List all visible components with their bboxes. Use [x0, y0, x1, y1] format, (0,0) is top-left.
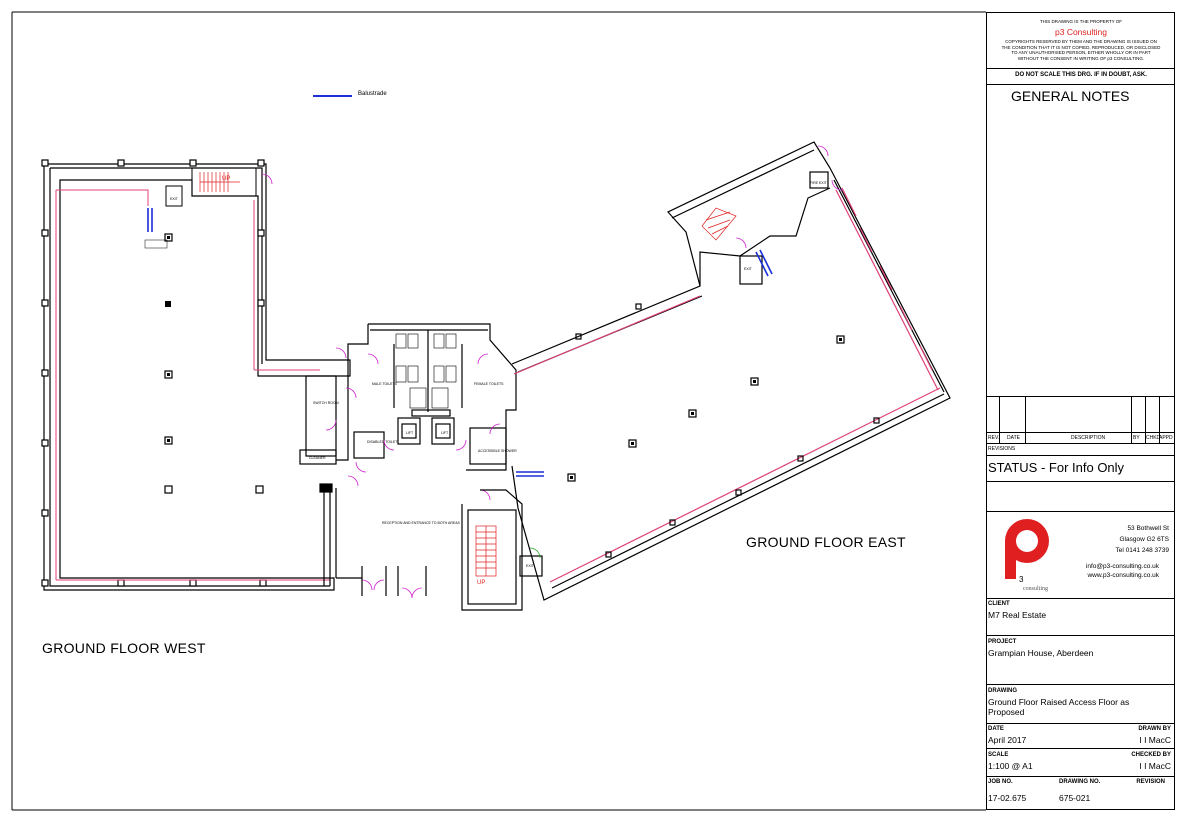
male-toilets-label: MALE TOILETS	[372, 382, 398, 386]
date-label: DATE	[988, 726, 1004, 732]
client-label: CLIENT	[988, 601, 1010, 607]
rev-header-by: BY	[1133, 435, 1140, 441]
west-columns	[164, 233, 264, 494]
contact-email[interactable]: info@p3-consulting.co.uk	[1085, 563, 1159, 570]
up-south-label: UP	[477, 580, 485, 586]
accessible-shower-label: ACCESSIBLE SHOWER	[478, 449, 517, 453]
reception-label: RECEPTION AND ENTRANCE TO BOTH AREAS	[382, 521, 461, 525]
east-doors	[735, 145, 843, 249]
up-west-label: UP	[222, 176, 230, 182]
company-contact: info@p3-consulting.co.uk www.p3-consulti…	[1067, 562, 1159, 580]
drawing-value: Ground Floor Raised Access Floor as Prop…	[988, 697, 1130, 717]
address-city: Glasgow G2 6TS	[1119, 536, 1170, 543]
drawing-label: DRAWING	[988, 688, 1017, 694]
south-stair	[475, 525, 541, 577]
disabled-toilet-label: DISABLED TOILET	[367, 440, 398, 444]
property-line: THIS DRAWING IS THE PROPERTY OF	[1039, 19, 1123, 24]
floor-plan: UP EXIT	[11, 11, 986, 811]
west-raised-floor-edge	[55, 189, 330, 581]
east-raised-floor-edge	[513, 187, 941, 583]
svg-text:3: 3	[1019, 575, 1024, 584]
drawing-no-value: 675-021	[1059, 793, 1091, 803]
project-label: PROJECT	[988, 639, 1017, 645]
exit-west-label: EXIT	[170, 197, 179, 201]
rev-header-description: DESCRIPTION	[1071, 435, 1106, 441]
rev-header-chkd: CHKD	[1146, 435, 1161, 441]
address-phone: Tel 0141 248 3739	[1115, 547, 1170, 554]
core	[299, 323, 517, 471]
east-stair	[701, 207, 737, 241]
title-block: THIS DRAWING IS THE PROPERTY OF p3 Consu…	[986, 12, 1175, 810]
scale-value: 1:100 @ A1	[988, 761, 1033, 771]
exit-south-label: EXIT	[526, 564, 535, 568]
svg-text:consulting: consulting	[1023, 586, 1048, 592]
legend-balustrade-label: Balustrade	[358, 91, 387, 97]
rev-header-rev: REV.	[988, 435, 1000, 441]
project-value: Grampian House, Aberdeen	[988, 648, 1094, 658]
east-balustrade	[755, 249, 773, 277]
checked-by-label: CHECKED BY	[1131, 752, 1171, 758]
contact-website[interactable]: www.p3-consulting.co.uk	[1087, 572, 1159, 579]
rev-header-appd: APPD	[1159, 435, 1173, 441]
drawing-no-label: DRAWING NO.	[1059, 779, 1101, 785]
scale-label: SCALE	[988, 752, 1009, 758]
reception	[319, 471, 544, 611]
copyright-text: COPYRIGHTS RESERVED BY THEM AND THE DRAW…	[1001, 39, 1161, 61]
drawn-by-label: DRAWN BY	[1138, 726, 1171, 732]
cleaner-label: CLEANER	[309, 456, 326, 460]
address-street: 53 Bothwell St	[1127, 525, 1169, 532]
west-stair: UP EXIT	[144, 167, 273, 249]
client-value: M7 Real Estate	[988, 610, 1047, 620]
revision-label: REVISION	[1136, 779, 1165, 785]
exit-east-label: EXIT	[744, 267, 753, 271]
drawn-by-value: I I MacC	[1139, 735, 1171, 745]
rev-header-date: DATE	[1007, 435, 1020, 441]
east-columns	[567, 303, 880, 558]
fire-exit-label: FIRE EXIT	[810, 181, 828, 185]
company-name: p3 Consulting	[1055, 27, 1107, 37]
general-notes-heading: GENERAL NOTES	[1011, 88, 1130, 104]
job-no-label: JOB NO.	[988, 779, 1013, 785]
ground-floor-west-label: GROUND FLOOR WEST	[42, 640, 206, 656]
do-not-scale: DO NOT SCALE THIS DRG. IF IN DOUBT, ASK.	[1015, 72, 1147, 78]
company-address: 53 Bothwell St Glasgow G2 6TS Tel 0141 2…	[1079, 523, 1170, 556]
female-toilets-label: FEMALE TOILETS	[474, 382, 504, 386]
revisions-label: REVISIONS	[988, 446, 1016, 452]
switch-room-label: SWITCH ROOM	[313, 401, 339, 405]
east-wing	[511, 141, 951, 601]
ground-floor-east-label: GROUND FLOOR EAST	[746, 534, 906, 550]
p3-logo: 3 consulting	[1005, 519, 1049, 592]
job-no-value: 17-02.675	[988, 793, 1027, 803]
date-value: April 2017	[988, 735, 1027, 745]
lift-1-label: LIFT	[406, 431, 414, 435]
west-wing	[41, 159, 351, 591]
lift-2-label: LIFT	[441, 431, 449, 435]
core-wc-fixtures	[395, 333, 457, 409]
status-text: STATUS - For Info Only	[988, 460, 1125, 475]
checked-by-value: I I MacC	[1139, 761, 1171, 771]
